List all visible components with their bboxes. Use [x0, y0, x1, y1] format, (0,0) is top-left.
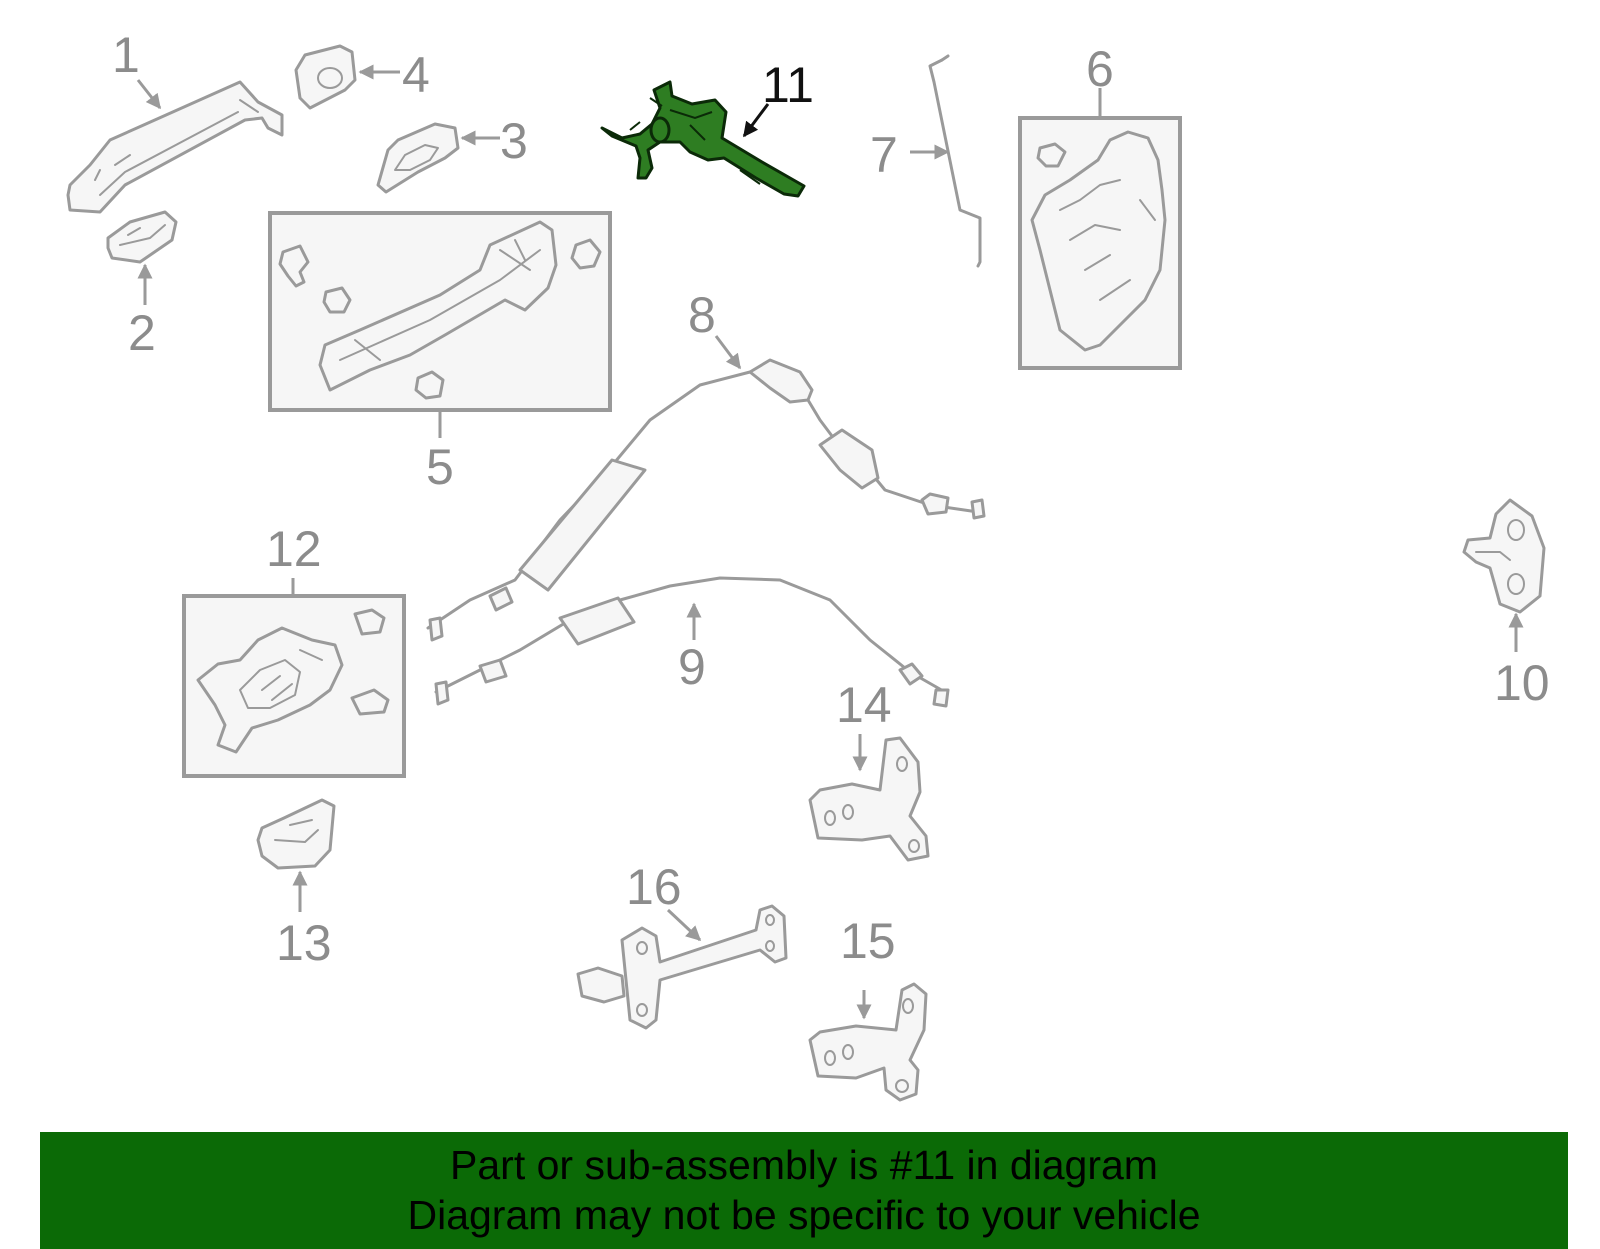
- callout-14: 14: [836, 677, 892, 733]
- part-7-rod[interactable]: [928, 54, 982, 268]
- leader-16: [666, 908, 702, 942]
- part-2-cap[interactable]: [106, 210, 178, 264]
- part-4-cover[interactable]: [294, 44, 357, 110]
- part-15-hinge-lower[interactable]: [808, 982, 928, 1102]
- callout-2: 2: [128, 305, 156, 361]
- leader-8: [714, 335, 742, 370]
- callout-13: 13: [276, 915, 332, 971]
- callout-3: 3: [500, 113, 528, 169]
- part-6-lock-actuator[interactable]: [1018, 116, 1182, 370]
- callout-1: 1: [112, 27, 140, 83]
- part-3-gasket[interactable]: [376, 122, 460, 194]
- part-13-bezel[interactable]: [256, 798, 336, 870]
- callout-4: 4: [402, 47, 430, 103]
- callout-16: 16: [626, 859, 682, 915]
- callout-11: 11: [762, 57, 814, 113]
- callout-6: 6: [1086, 41, 1114, 97]
- part-5-handle-frame-kit[interactable]: [268, 211, 612, 412]
- part-16-door-checker[interactable]: [576, 904, 788, 1030]
- part-14-hinge-upper[interactable]: [808, 736, 930, 862]
- part-9-cable-lower[interactable]: [434, 576, 950, 708]
- callout-15: 15: [840, 913, 896, 969]
- info-banner: Part or sub-assembly is #11 in diagram D…: [40, 1132, 1568, 1249]
- part-11-lock-cylinder[interactable]: [600, 80, 806, 198]
- part-1-outside-handle[interactable]: [66, 80, 284, 214]
- leader-11: [742, 103, 770, 138]
- callout-10: 10: [1494, 655, 1550, 711]
- callout-8: 8: [688, 287, 716, 343]
- part-8-cable-upper[interactable]: [426, 358, 986, 642]
- banner-line-1: Part or sub-assembly is #11 in diagram: [450, 1142, 1158, 1188]
- callout-9: 9: [678, 639, 706, 695]
- part-12-inside-handle[interactable]: [182, 594, 406, 778]
- callout-12: 12: [266, 521, 322, 577]
- part-10-striker[interactable]: [1462, 498, 1546, 614]
- banner-line-2: Diagram may not be specific to your vehi…: [407, 1192, 1201, 1238]
- callout-7: 7: [870, 127, 898, 183]
- callout-5: 5: [426, 439, 454, 495]
- leader-1: [136, 79, 162, 110]
